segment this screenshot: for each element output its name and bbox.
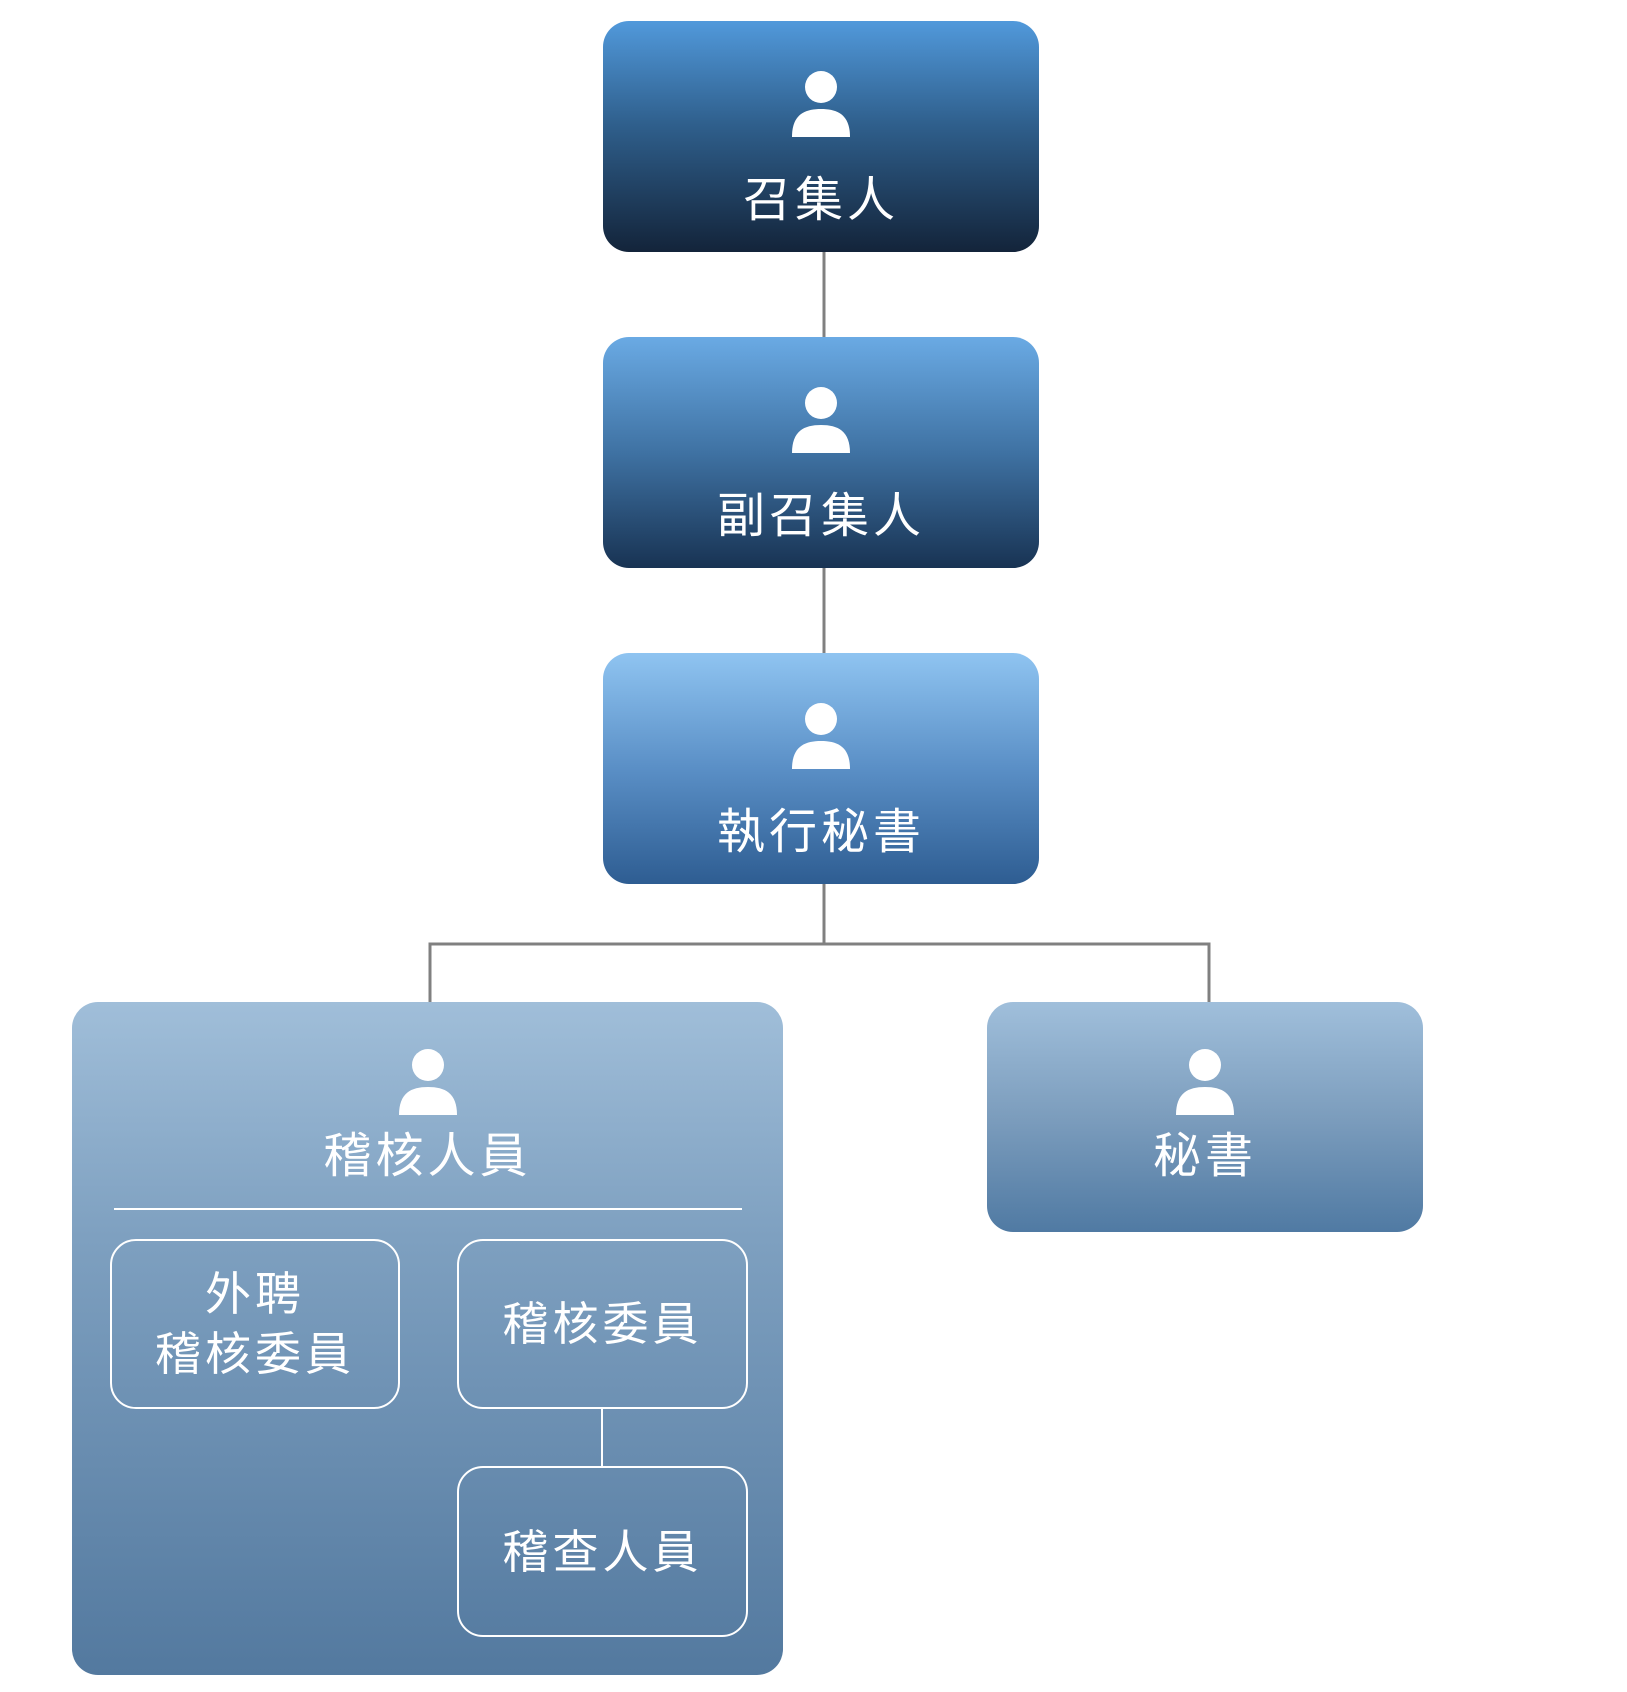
node-label: 副召集人 bbox=[716, 488, 925, 544]
subnode-external-audit-member: 外聘 稽核委員 bbox=[110, 1239, 400, 1409]
node-label: 執行秘書 bbox=[716, 804, 925, 860]
subnode-inspector: 稽查人員 bbox=[457, 1466, 748, 1637]
person-icon bbox=[399, 1049, 457, 1115]
node-label: 稽核人員 bbox=[323, 1128, 532, 1184]
node-label: 召集人 bbox=[742, 172, 899, 228]
connector-audit-member-inspector bbox=[601, 1409, 603, 1466]
subnode-audit-member: 稽核委員 bbox=[457, 1239, 748, 1409]
node-executive-secretary: 執行秘書 bbox=[603, 653, 1039, 884]
node-audit-staff: 稽核人員 外聘 稽核委員 稽核委員 稽查人員 bbox=[72, 1002, 783, 1675]
node-deputy-convener: 副召集人 bbox=[603, 337, 1039, 568]
divider bbox=[114, 1208, 742, 1210]
subnode-label-line1: 外聘 bbox=[205, 1267, 305, 1321]
person-icon bbox=[792, 387, 850, 453]
connector-branch-horizontal bbox=[428, 942, 1211, 1002]
node-secretary: 秘書 bbox=[987, 1002, 1423, 1232]
node-label: 秘書 bbox=[1152, 1128, 1257, 1184]
subnode-label: 稽查人員 bbox=[502, 1524, 703, 1579]
subnode-label: 稽核委員 bbox=[502, 1297, 703, 1351]
person-icon bbox=[792, 703, 850, 769]
person-icon bbox=[1176, 1049, 1234, 1115]
person-icon bbox=[792, 71, 850, 137]
subnode-label-line2: 稽核委員 bbox=[155, 1327, 355, 1381]
node-convener: 召集人 bbox=[603, 21, 1039, 252]
